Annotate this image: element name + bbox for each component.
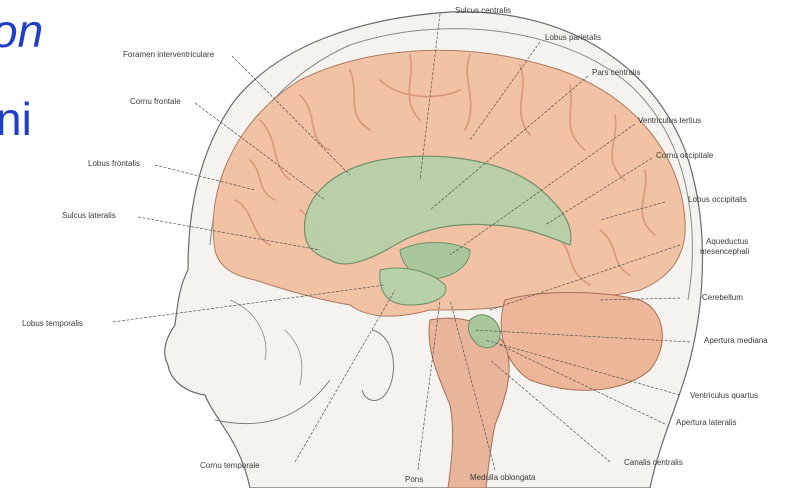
label-pons: Pons — [405, 475, 423, 484]
label-lobus-occipitalis: Lobus occipitalis — [688, 195, 747, 204]
label-lobus-temporalis: Lobus temporalis — [22, 319, 83, 328]
label-lobus-frontalis: Lobus frontalis — [88, 159, 140, 168]
label-medulla-oblongata: Medulla oblongata — [470, 473, 536, 482]
label-aqueductus: Aqueductus — [706, 237, 748, 246]
label-canalis-centralis: Canalis centralis — [624, 458, 683, 467]
label-lobus-parietalis: Lobus parietalis — [545, 33, 601, 42]
label-ventriculus-quartus: Ventriculus quartus — [690, 391, 758, 400]
label-cornu-frontale: Cornu frontale — [130, 97, 181, 106]
label-cornu-occipitale: Cornu occipitale — [656, 151, 714, 160]
label-pars-centralis: Pars centralis — [592, 68, 640, 77]
label-cerebellum: Cerebellum — [702, 293, 743, 302]
label-cornu-temporale: Cornu temporale — [200, 461, 260, 470]
cerebellum-shape — [501, 293, 662, 391]
label-sulcus-lateralis: Sulcus lateralis — [62, 211, 116, 220]
label-foramen-interventriculare: Foramen interventriculare — [123, 50, 215, 59]
label-apertura-lateralis: Apertura lateralis — [676, 418, 736, 427]
label-mesencephali: mesencephali — [700, 247, 750, 256]
label-ventriculus-tertius: Ventriculus tertius — [638, 116, 701, 125]
label-apertura-mediana: Apertura mediana — [704, 336, 768, 345]
label-sulcus-centralis: Sulcus centralis — [455, 6, 511, 15]
